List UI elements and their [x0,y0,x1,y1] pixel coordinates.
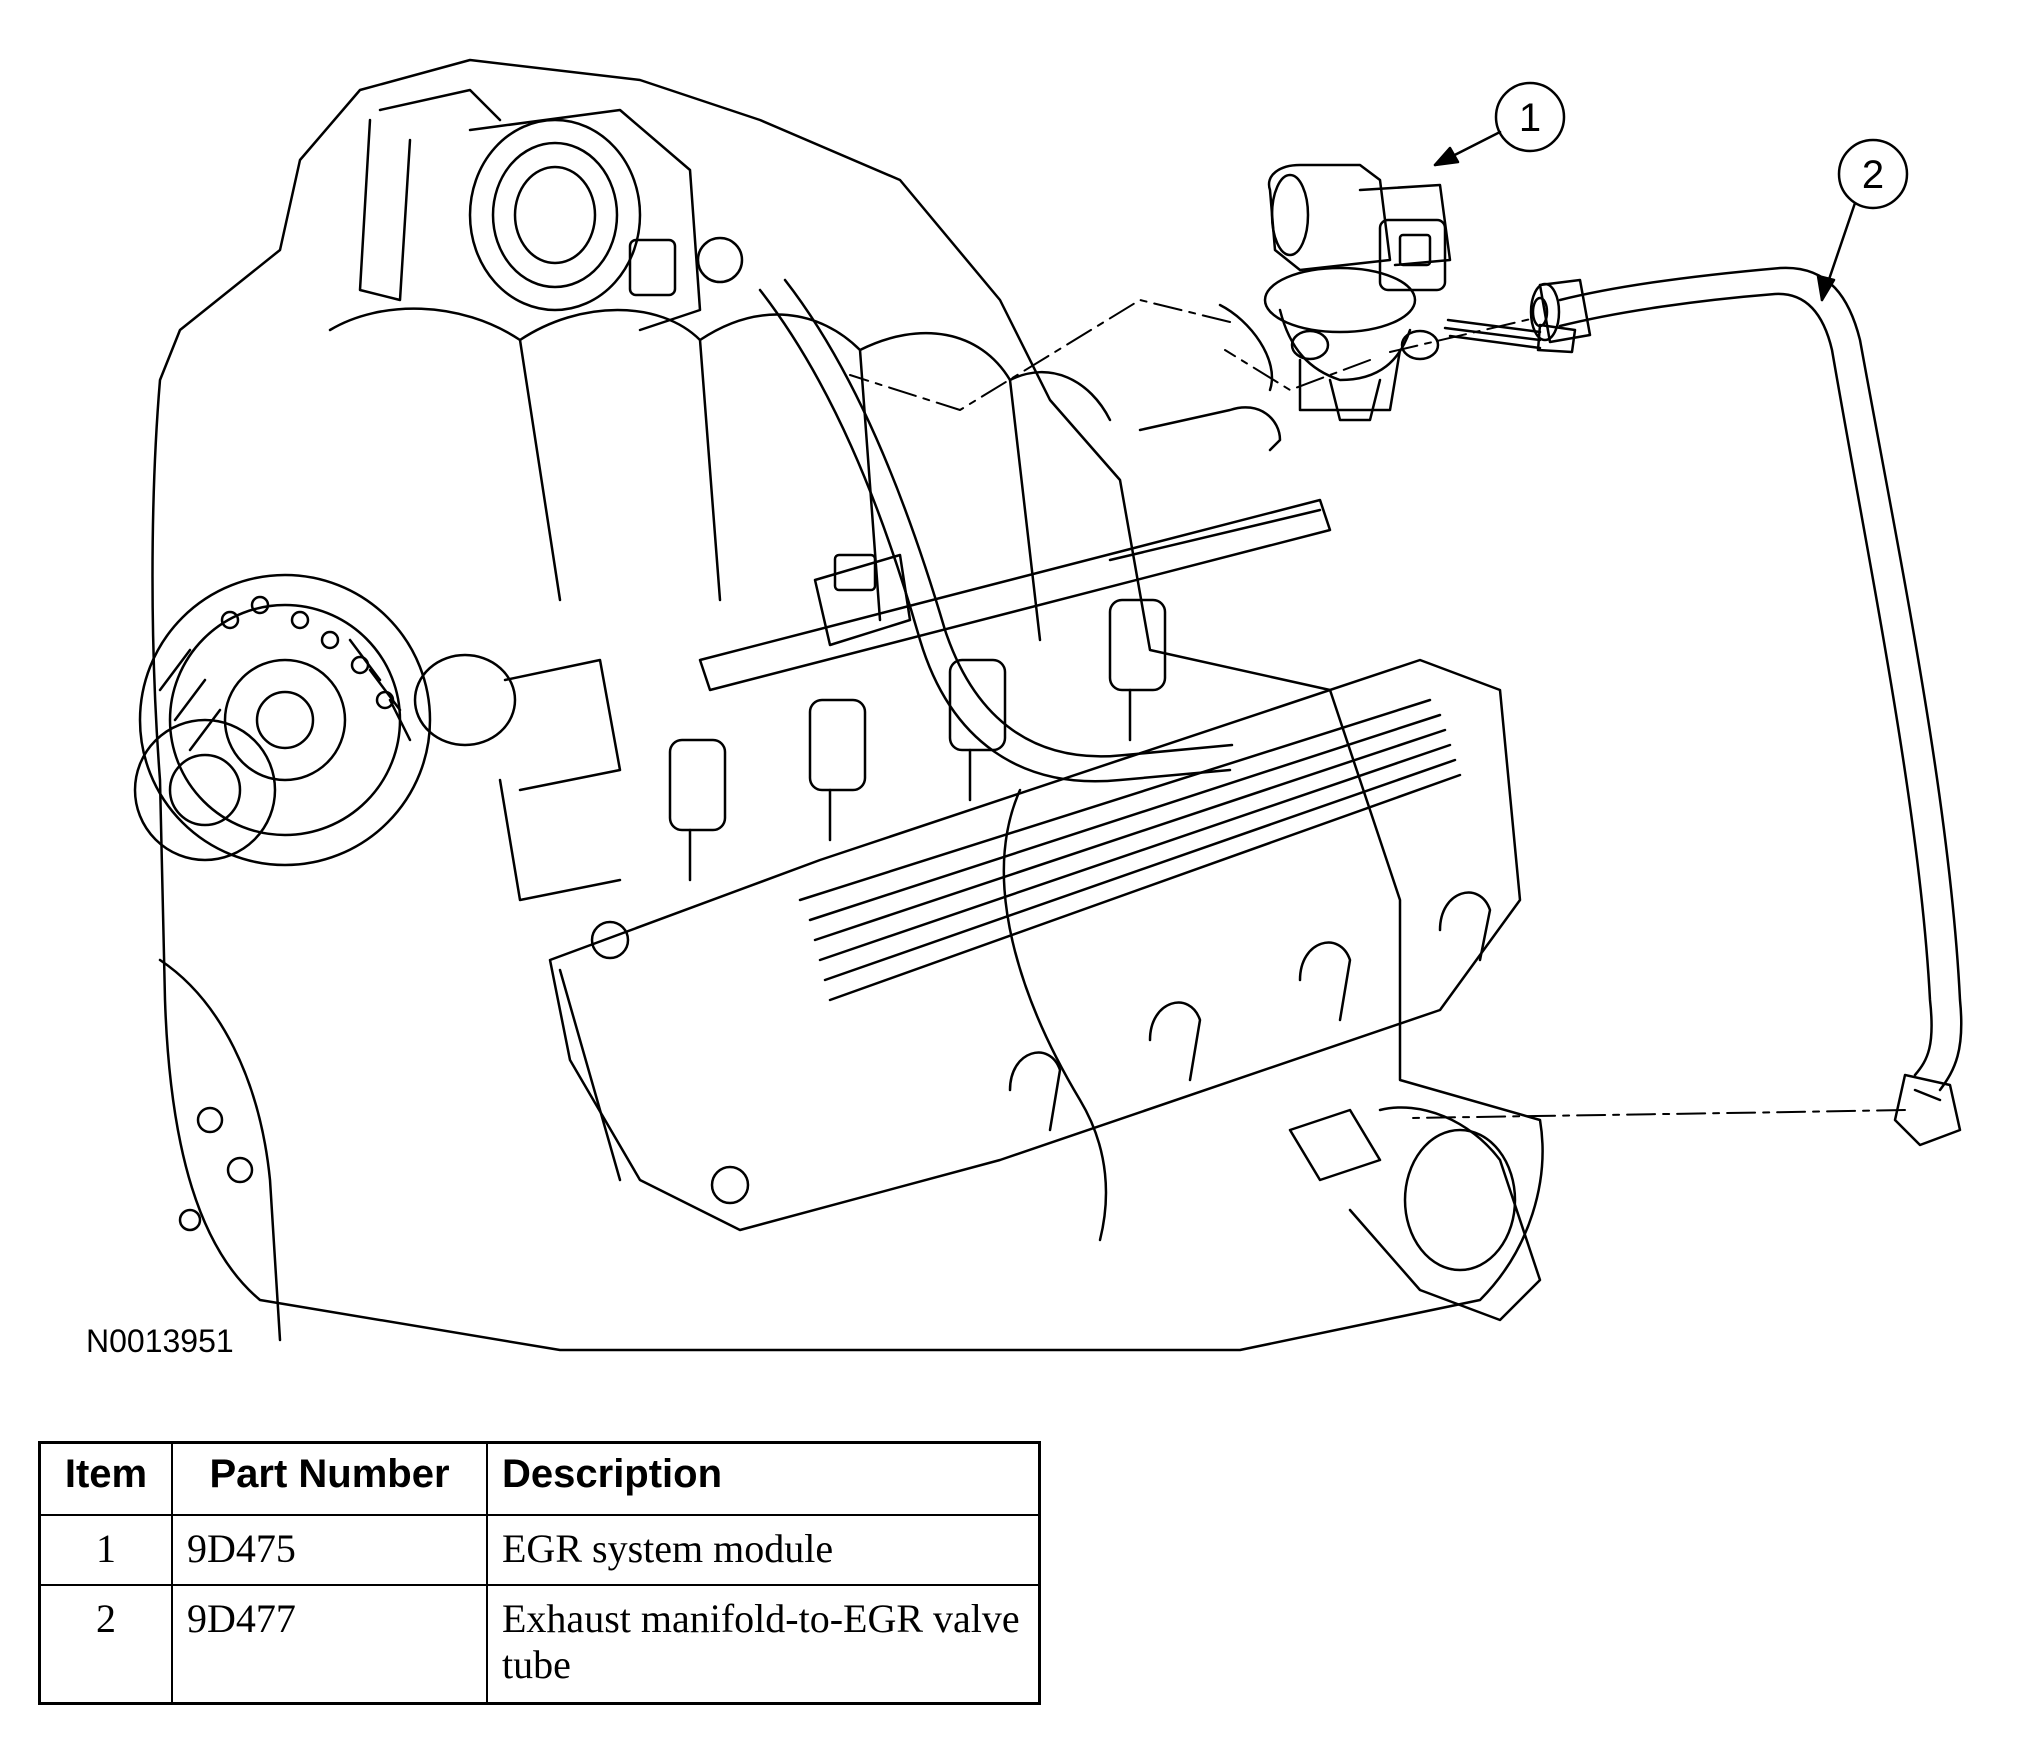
row-part-number: 9D477 [171,1584,488,1705]
front-cover [158,958,282,1342]
callout-2: 2 [1816,138,1909,302]
ignition-coils [668,598,1167,882]
row-part-number: 9D475 [171,1514,488,1586]
callout-1-label: 1 [1519,96,1541,140]
sensor-wire [1002,788,1108,1242]
figure-id: N0013951 [86,1323,234,1359]
throttle-body [358,88,744,332]
header-item: Item [38,1441,173,1516]
row-item: 2 [38,1584,173,1705]
callout-1: 1 [1433,81,1566,167]
table-row: 2 9D477 Exhaust manifold-to-EGR valve tu… [38,1584,1041,1705]
engine-block [151,58,1544,1352]
row-item: 1 [38,1514,173,1586]
thermostat-housing [413,653,622,902]
egr-valve-tube [1529,266,1963,1147]
row-description: EGR system module [486,1514,1041,1586]
egr-mounting-bolt [1443,318,1577,354]
parts-table-header: Item Part Number Description [38,1441,1041,1516]
egr-system-module [1263,163,1452,422]
exhaust-manifold [1288,1106,1542,1322]
header-part-number: Part Number [171,1441,488,1516]
map-sensor [813,553,912,647]
alignment-lines [849,299,1906,1119]
table-row: 1 9D475 EGR system module [38,1514,1041,1586]
parts-table: Item Part Number Description 1 9D475 EGR… [38,1441,1041,1705]
header-description: Description [486,1441,1041,1516]
row-description: Exhaust manifold-to-EGR valve tube [486,1584,1041,1705]
alternator [133,573,432,867]
callout-2-label: 2 [1862,153,1884,197]
pcv-hose [758,278,1282,783]
valve-cover [548,658,1522,1232]
